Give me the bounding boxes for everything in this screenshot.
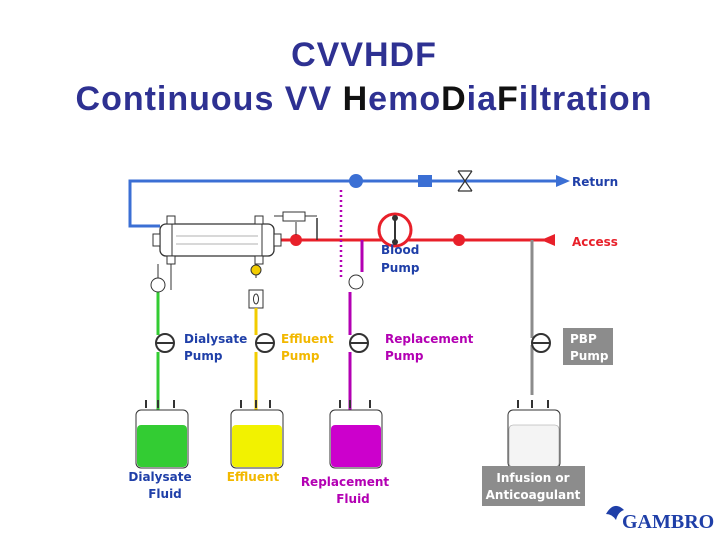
blood-pump-label-2: Pump — [381, 261, 420, 275]
blood-pump — [377, 212, 413, 248]
pbp-pump-label-2: Pump — [570, 349, 609, 363]
gambro-logo: GAMBRO — [606, 505, 714, 533]
gambro-logo-text: GAMBRO — [622, 511, 714, 533]
replacement-pump-label-1: Replacement — [385, 332, 474, 346]
dialysate-fluid-label-2: Fluid — [148, 487, 182, 501]
effluent-label: Effluent — [227, 470, 280, 484]
return-label: Return — [572, 175, 618, 189]
title-line-2-part: iltration — [518, 80, 653, 118]
hemofilter — [152, 215, 282, 265]
dialysate-pump-label-1: Dialysate — [184, 332, 247, 346]
replacement-fluid-label-2: Fluid — [336, 492, 370, 506]
blood-pump-label-1: Blood — [381, 243, 419, 257]
title-line-2-part: ia — [466, 80, 498, 118]
title-line-2-part: F — [497, 80, 519, 118]
replacement-pump-label-2: Pump — [385, 349, 424, 363]
access-label: Access — [572, 235, 618, 249]
dialysate-pump-label-2: Pump — [184, 349, 223, 363]
infusion-bag — [507, 400, 561, 469]
dialysate-fluid-label-1: Dialysate — [128, 470, 191, 484]
title-line-2: Continuous VV HemoDiaFiltration — [0, 80, 728, 119]
infusion-label-2: Anticoagulant — [486, 488, 581, 502]
title-line-2-part: H — [342, 80, 369, 118]
title-line-2-part: emo — [368, 80, 442, 118]
gambro-swirl-icon — [606, 505, 624, 520]
pbp-label-box — [563, 328, 613, 365]
pbp-pump — [531, 333, 551, 353]
effluent-line — [248, 264, 275, 410]
dialysate-bag — [135, 400, 189, 469]
replacement-bag — [329, 400, 383, 469]
effluent-pump-label-1: Effluent — [281, 332, 334, 346]
infusion-label-1: Infusion or — [496, 471, 569, 485]
dialysate-line — [150, 264, 175, 410]
effluent-bag — [230, 400, 284, 469]
title-line-2-part: Continuous VV — [75, 80, 343, 118]
title-line-2-part: D — [441, 80, 467, 118]
title-line-1: CVVHDF — [291, 36, 437, 74]
return-line — [128, 170, 570, 228]
pbp-pump-label-1: PBP — [570, 332, 597, 346]
access-line — [274, 211, 555, 246]
infusion-label-box — [482, 466, 585, 506]
replacement-fluid-label-1: Replacement — [301, 475, 390, 489]
replacement-line — [339, 190, 369, 410]
effluent-pump-label-2: Pump — [281, 349, 320, 363]
